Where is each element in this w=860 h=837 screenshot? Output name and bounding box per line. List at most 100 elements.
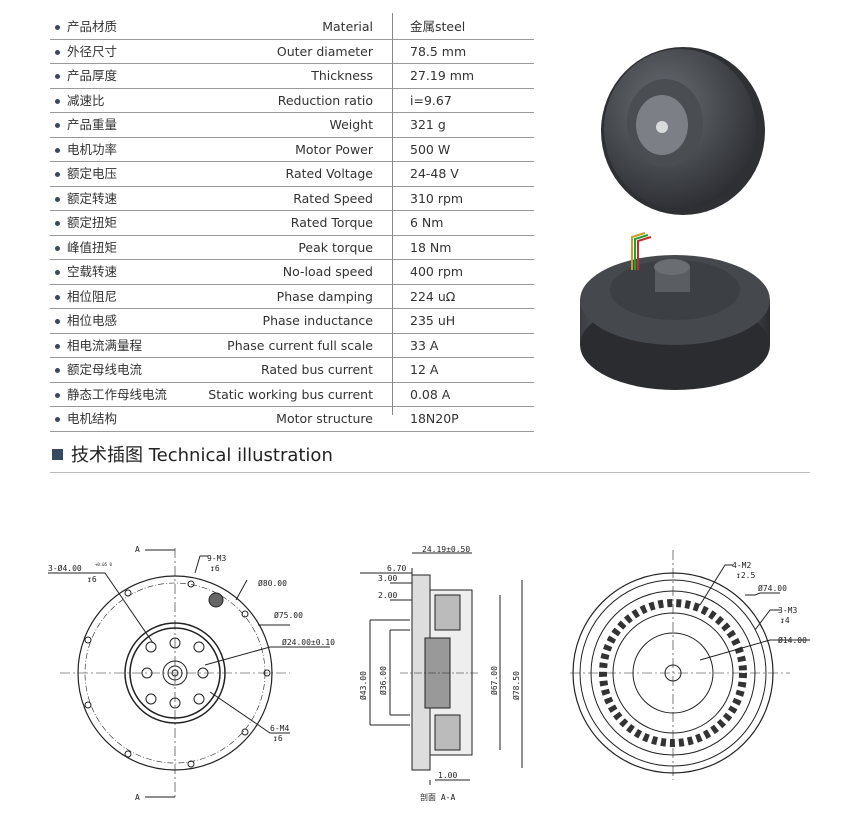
spec-value: 224 uΩ (410, 288, 456, 304)
bullet-icon (55, 74, 60, 79)
spec-label-en: Rated bus current (260, 362, 373, 377)
spec-row: 静态工作母线电流 Static working bus current 0.08… (50, 383, 534, 407)
spec-label-cn: 电机功率 (67, 141, 118, 157)
spec-label-cn: 相位阻尼 (67, 288, 118, 304)
spec-label-cn: 空载转速 (67, 264, 118, 279)
svg-text:Ø78.50: Ø78.50 (511, 671, 521, 700)
spec-label-cn: 产品重量 (67, 117, 118, 132)
spec-row: 外径尺寸 Outer diameter 78.5 mm (50, 40, 534, 64)
spec-table: 产品材质 Material 金属steel 外径尺寸 Outer diamete… (50, 15, 534, 432)
spec-row: 额定扭矩 Rated Torque 6 Nm (50, 211, 534, 236)
svg-text:Ø67.00: Ø67.00 (489, 666, 499, 695)
bullet-icon (55, 221, 60, 226)
spec-value: 321 g (410, 117, 446, 132)
bullet-icon (55, 417, 60, 422)
spec-label-en: Phase current full scale (227, 337, 373, 353)
spec-value: 33 A (410, 337, 439, 353)
svg-text:Ø80.00: Ø80.00 (258, 578, 287, 588)
svg-text:Ø14.00: Ø14.00 (778, 635, 807, 645)
spec-row: 电机功率 Motor Power 500 W (50, 138, 534, 162)
svg-text:↧6: ↧6 (273, 734, 283, 743)
bullet-icon (55, 196, 60, 202)
spec-value: 0.08 A (410, 386, 451, 402)
drawing-front-view: A A 3-Ø4.00 +0.05 0 ↧6 9-M3 ↧6 Ø80.00 Ø7… (48, 545, 335, 802)
svg-text:A: A (135, 793, 140, 802)
bullet-icon (55, 147, 60, 153)
heading-square-icon (52, 449, 63, 460)
svg-text:↧2.5: ↧2.5 (736, 571, 755, 580)
bullet-icon (55, 343, 60, 349)
spec-row: 峰值扭矩 Peak torque 18 Nm (50, 236, 534, 260)
section-heading: 技术插图 Technical illustration (52, 441, 333, 467)
spec-label-cn: 额定母线电流 (67, 362, 143, 377)
motor-photos (580, 47, 770, 390)
bullet-icon (55, 49, 60, 55)
spec-row: 电机结构 Motor structure 18N20P (50, 407, 534, 432)
drawing-back-view: 4-M2 ↧2.5 Ø74.00 3-M3 ↧4 Ø14.00 (570, 550, 810, 780)
spec-value: 18N20P (410, 411, 459, 426)
section-divider (50, 472, 810, 473)
spec-label-cn: 外径尺寸 (67, 43, 118, 59)
section-title: 技术插图 Technical illustration (71, 445, 333, 466)
spec-label-en: Phase damping (276, 288, 373, 304)
spec-value: 78.5 mm (410, 43, 467, 59)
spec-row: 相位阻尼 Phase damping 224 uΩ (50, 285, 534, 309)
bullet-icon (55, 319, 60, 324)
svg-text:↧6: ↧6 (87, 575, 97, 584)
column-divider (392, 13, 393, 415)
spec-row: 相电流满量程 Phase current full scale 33 A (50, 334, 534, 358)
bullet-icon (55, 368, 60, 373)
svg-text:2.00: 2.00 (378, 591, 397, 600)
spec-label-cn: 峰值扭矩 (67, 239, 118, 255)
svg-text:9-M3: 9-M3 (207, 554, 226, 563)
spec-label-cn: 减速比 (67, 92, 105, 108)
bullet-icon (55, 245, 60, 251)
svg-text:24.19±0.50: 24.19±0.50 (422, 545, 470, 554)
bullet-icon (55, 294, 60, 300)
spec-value: 500 W (410, 141, 451, 157)
spec-label-en: Weight (329, 117, 373, 132)
spec-label-cn: 额定扭矩 (67, 215, 118, 230)
svg-text:Ø75.00: Ø75.00 (274, 610, 303, 620)
spec-row: 产品材质 Material 金属steel (50, 15, 534, 40)
spec-label-en: Phase inductance (262, 313, 373, 328)
svg-text:3-Ø4.00: 3-Ø4.00 (48, 563, 82, 573)
svg-text:1.00: 1.00 (438, 771, 457, 780)
spec-value: 400 rpm (410, 264, 464, 279)
spec-label-cn: 相位电感 (67, 313, 118, 328)
spec-label-en: Rated Speed (293, 190, 373, 206)
svg-text:Ø36.00: Ø36.00 (378, 666, 388, 695)
spec-label-en: Outer diameter (276, 43, 373, 59)
spec-label-en: Static working bus current (208, 386, 373, 402)
motor-back-photo (580, 232, 770, 390)
svg-text:↧4: ↧4 (780, 616, 790, 625)
spec-value: 6 Nm (410, 215, 444, 230)
svg-text:+0.05 0: +0.05 0 (95, 562, 112, 567)
spec-value: 12 A (410, 362, 439, 377)
spec-label-en: No-load speed (282, 264, 373, 279)
spec-value: i=9.67 (410, 92, 452, 108)
spec-value: 18 Nm (410, 239, 452, 255)
spec-row: 额定电压 Rated Voltage 24-48 V (50, 162, 534, 187)
svg-text:Ø24.00±0.10: Ø24.00±0.10 (282, 637, 335, 647)
svg-text:3.00: 3.00 (378, 574, 397, 583)
svg-text:↧6: ↧6 (210, 564, 220, 573)
spec-label-en: Thickness (311, 68, 373, 83)
spec-label-cn: 相电流满量程 (67, 337, 143, 353)
svg-text:Ø74.00: Ø74.00 (758, 583, 787, 593)
svg-text:Ø43.00: Ø43.00 (358, 671, 368, 700)
bullet-icon (55, 172, 60, 177)
spec-value: 27.19 mm (410, 68, 475, 83)
spec-label-cn: 电机结构 (67, 411, 118, 426)
bullet-icon (55, 123, 60, 128)
spec-label-cn: 额定转速 (67, 190, 118, 206)
spec-label-cn: 产品厚度 (67, 68, 118, 83)
spec-row: 产品厚度 Thickness 27.19 mm (50, 64, 534, 89)
spec-row: 空载转速 No-load speed 400 rpm (50, 260, 534, 285)
spec-row: 减速比 Reduction ratio i=9.67 (50, 89, 534, 113)
spec-label-en: Peak torque (298, 239, 373, 255)
motor-front-photo (601, 47, 765, 215)
spec-row: 额定母线电流 Rated bus current 12 A (50, 358, 534, 383)
spec-value: 310 rpm (410, 190, 464, 206)
svg-text:3-M3: 3-M3 (778, 606, 797, 615)
